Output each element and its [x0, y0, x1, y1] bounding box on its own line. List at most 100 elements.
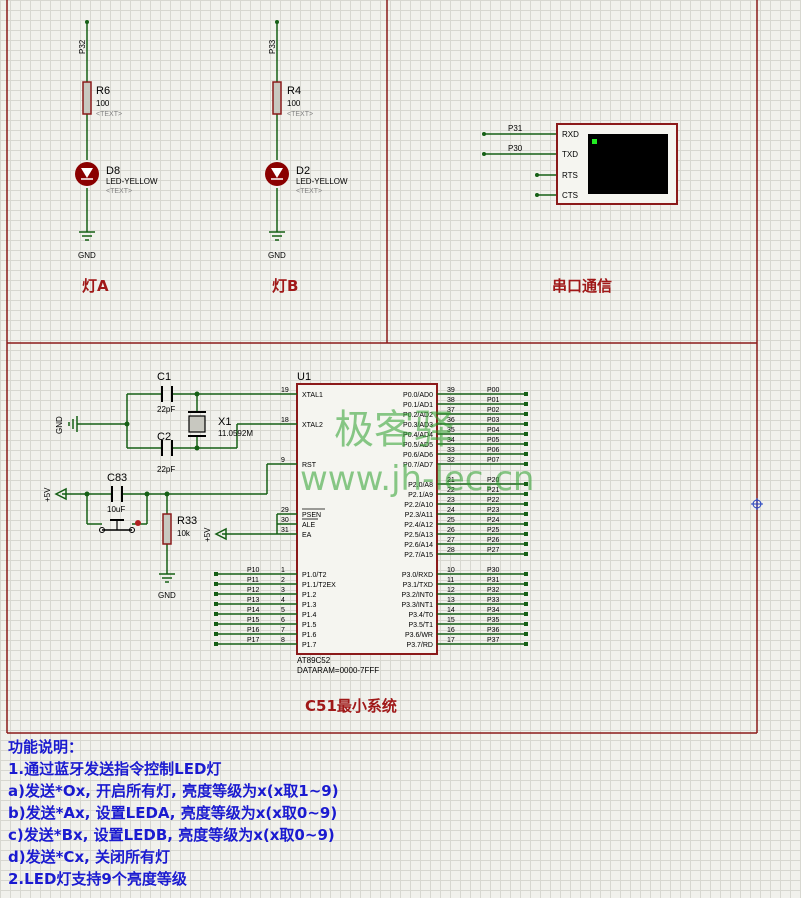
r6-value: 100 [96, 99, 110, 108]
pin-name: P3.6/WR [405, 632, 433, 639]
pin-name: P2.2/A10 [404, 502, 433, 509]
net-label-p31: P31 [508, 124, 523, 133]
c2-ref: C2 [157, 431, 171, 443]
net-terminal[interactable] [524, 442, 528, 446]
net-terminal[interactable] [214, 582, 218, 586]
net-label-p37: P37 [487, 637, 500, 644]
net-label-p01: P01 [487, 397, 500, 404]
net-label-p32: P32 [487, 587, 500, 594]
net-terminal[interactable] [524, 532, 528, 536]
net-terminal[interactable] [524, 422, 528, 426]
net-label-p05: P05 [487, 437, 500, 444]
net-label-p20: P20 [487, 477, 500, 484]
vcc-label: +5V [43, 487, 52, 502]
net-terminal[interactable] [524, 502, 528, 506]
resistor-r4[interactable] [272, 81, 282, 115]
power-arrow-5v [54, 487, 67, 501]
net-label-p04: P04 [487, 427, 500, 434]
net-terminal[interactable] [524, 452, 528, 456]
net-label-p16: P16 [247, 627, 260, 634]
net-label-p34: P34 [487, 607, 500, 614]
net-label-p33: P33 [487, 597, 500, 604]
c1-value: 22pF [157, 405, 175, 414]
pin-name: P1.7 [302, 642, 317, 649]
pin-name: P2.5/A13 [404, 532, 433, 539]
pin-number: 14 [447, 607, 455, 614]
pin-number: 16 [447, 627, 455, 634]
mcu-pins: 19XTAL118XTAL29RST29PSEN30ALE31EA1P1.0/T… [214, 387, 528, 649]
net-terminal[interactable] [214, 572, 218, 576]
pin-number: 26 [447, 527, 455, 534]
led-d8[interactable] [75, 162, 99, 186]
pin-number: 21 [447, 477, 455, 484]
net-terminal[interactable] [214, 642, 218, 646]
pin-name: XTAL2 [302, 422, 323, 429]
pin-number: 19 [281, 387, 289, 394]
net-terminal[interactable] [524, 392, 528, 396]
net-terminal[interactable] [524, 492, 528, 496]
net-label-p11: P11 [247, 577, 259, 584]
notes-line: d)发送*Cx, 关闭所有灯 [8, 848, 171, 866]
pin-number: 37 [447, 407, 455, 414]
net-terminal[interactable] [524, 642, 528, 646]
net-terminal[interactable] [524, 432, 528, 436]
net-terminal[interactable] [524, 542, 528, 546]
ground-symbol [269, 231, 285, 241]
pin-name: P0.2/AD2 [403, 412, 433, 419]
vcc-label: +5V [203, 527, 212, 542]
pin-name: P1.1/T2EX [302, 582, 336, 589]
net-terminal[interactable] [214, 612, 218, 616]
pin-name: P3.4/T0 [408, 612, 433, 619]
net-terminal[interactable] [214, 622, 218, 626]
notes-line: c)发送*Bx, 设置LEDB, 亮度等级为x(x取0~9) [8, 826, 335, 844]
c1-ref: C1 [157, 371, 171, 383]
r4-ref: R4 [287, 85, 301, 97]
resistor-r33[interactable] [162, 513, 172, 545]
net-terminal[interactable] [524, 602, 528, 606]
net-terminal[interactable] [524, 592, 528, 596]
pin-number: 30 [281, 517, 289, 524]
pin-name: ALE [302, 522, 316, 529]
net-terminal[interactable] [524, 402, 528, 406]
net-terminal[interactable] [524, 612, 528, 616]
net-terminal[interactable] [524, 462, 528, 466]
pin-name: P1.5 [302, 622, 317, 629]
pin-name: XTAL1 [302, 392, 323, 399]
led-d2[interactable] [265, 162, 289, 186]
net-terminal[interactable] [214, 592, 218, 596]
net-terminal[interactable] [214, 602, 218, 606]
net-label-p24: P24 [487, 517, 500, 524]
terminal-screen[interactable] [588, 134, 668, 194]
net-terminal[interactable] [524, 512, 528, 516]
net-terminal[interactable] [524, 572, 528, 576]
notes-line: b)发送*Ax, 设置LEDA, 亮度等级为x(x取0~9) [8, 804, 338, 822]
net-terminal[interactable] [524, 632, 528, 636]
net-terminal[interactable] [524, 552, 528, 556]
r6-text: <TEXT> [96, 111, 122, 118]
section-title-mcu: C51最小系统 [305, 697, 397, 715]
mcu-u1[interactable] [296, 383, 438, 655]
watermark: 极客驿 www.jh-lec.cn [300, 407, 534, 499]
notes-heading: 功能说明： [8, 738, 84, 756]
net-label-p06: P06 [487, 447, 500, 454]
net-terminal[interactable] [524, 622, 528, 626]
reset-button[interactable] [87, 519, 147, 533]
net-terminal[interactable] [524, 582, 528, 586]
net-terminal[interactable] [214, 632, 218, 636]
net-terminal[interactable] [524, 522, 528, 526]
crystal-x1[interactable] [188, 411, 206, 437]
net-label-p30: P30 [508, 144, 523, 153]
c83-ref: C83 [107, 472, 127, 484]
resistor-r6[interactable] [82, 81, 92, 115]
d2-ref: D2 [296, 165, 310, 177]
pin-name: P0.5/AD5 [403, 442, 433, 449]
pin-number: 25 [447, 517, 455, 524]
section-title-lamp-b: 灯B [272, 277, 298, 295]
r4-value: 100 [287, 99, 301, 108]
net-terminal[interactable] [524, 412, 528, 416]
net-terminal[interactable] [524, 482, 528, 486]
pin-number: 5 [281, 607, 285, 614]
pin-name: RST [302, 462, 317, 469]
pin-name: P3.2/INT0 [401, 592, 433, 599]
